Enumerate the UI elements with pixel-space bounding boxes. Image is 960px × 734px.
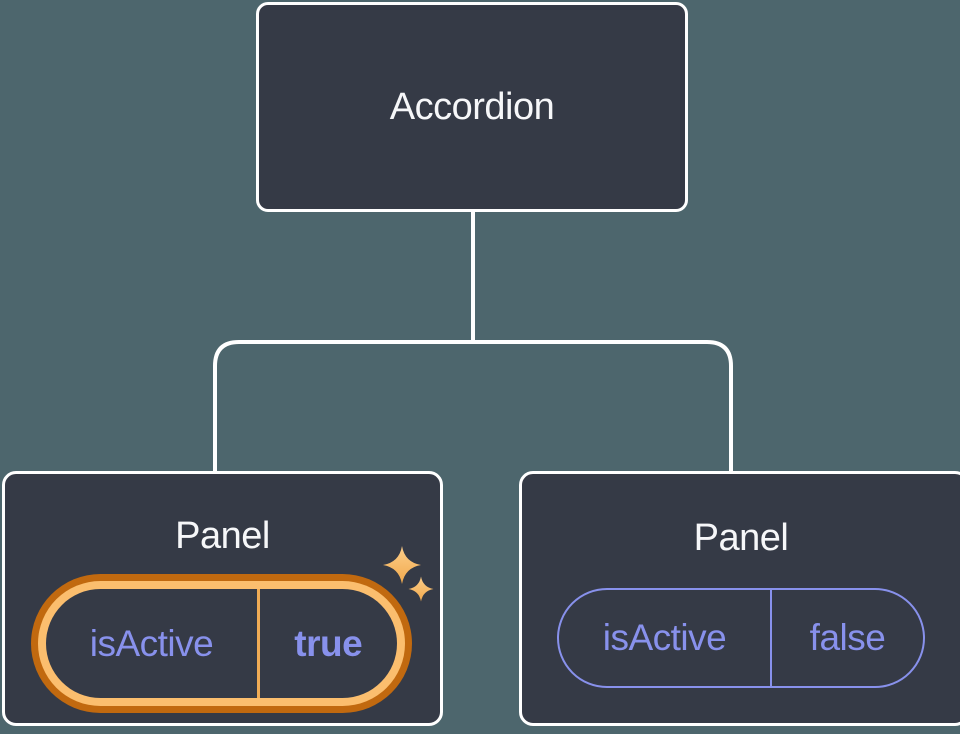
state-pill-inactive: isActive false <box>557 588 925 688</box>
state-pill-active-ring: isActive true <box>38 581 405 706</box>
pill-divider <box>770 590 772 686</box>
sparkles-icon <box>383 546 434 602</box>
state-key-cell: isActive <box>559 590 770 686</box>
state-pill-active: isActive true <box>31 574 412 713</box>
pill-divider <box>257 589 260 698</box>
state-value-cell: true <box>260 589 398 698</box>
state-value-label: true <box>294 622 363 664</box>
state-key-label: isActive <box>89 622 214 664</box>
state-key-cell: isActive <box>46 589 257 698</box>
state-pill-active-core: isActive true <box>46 589 397 698</box>
panel-right-label: Panel <box>693 517 789 559</box>
state-value-label: false <box>809 617 886 658</box>
state-key-label: isActive <box>602 617 727 658</box>
node-accordion: Accordion <box>256 2 688 212</box>
panel-left-label: Panel <box>175 515 270 557</box>
state-value-cell: false <box>772 590 923 686</box>
accordion-label: Accordion <box>389 85 555 128</box>
